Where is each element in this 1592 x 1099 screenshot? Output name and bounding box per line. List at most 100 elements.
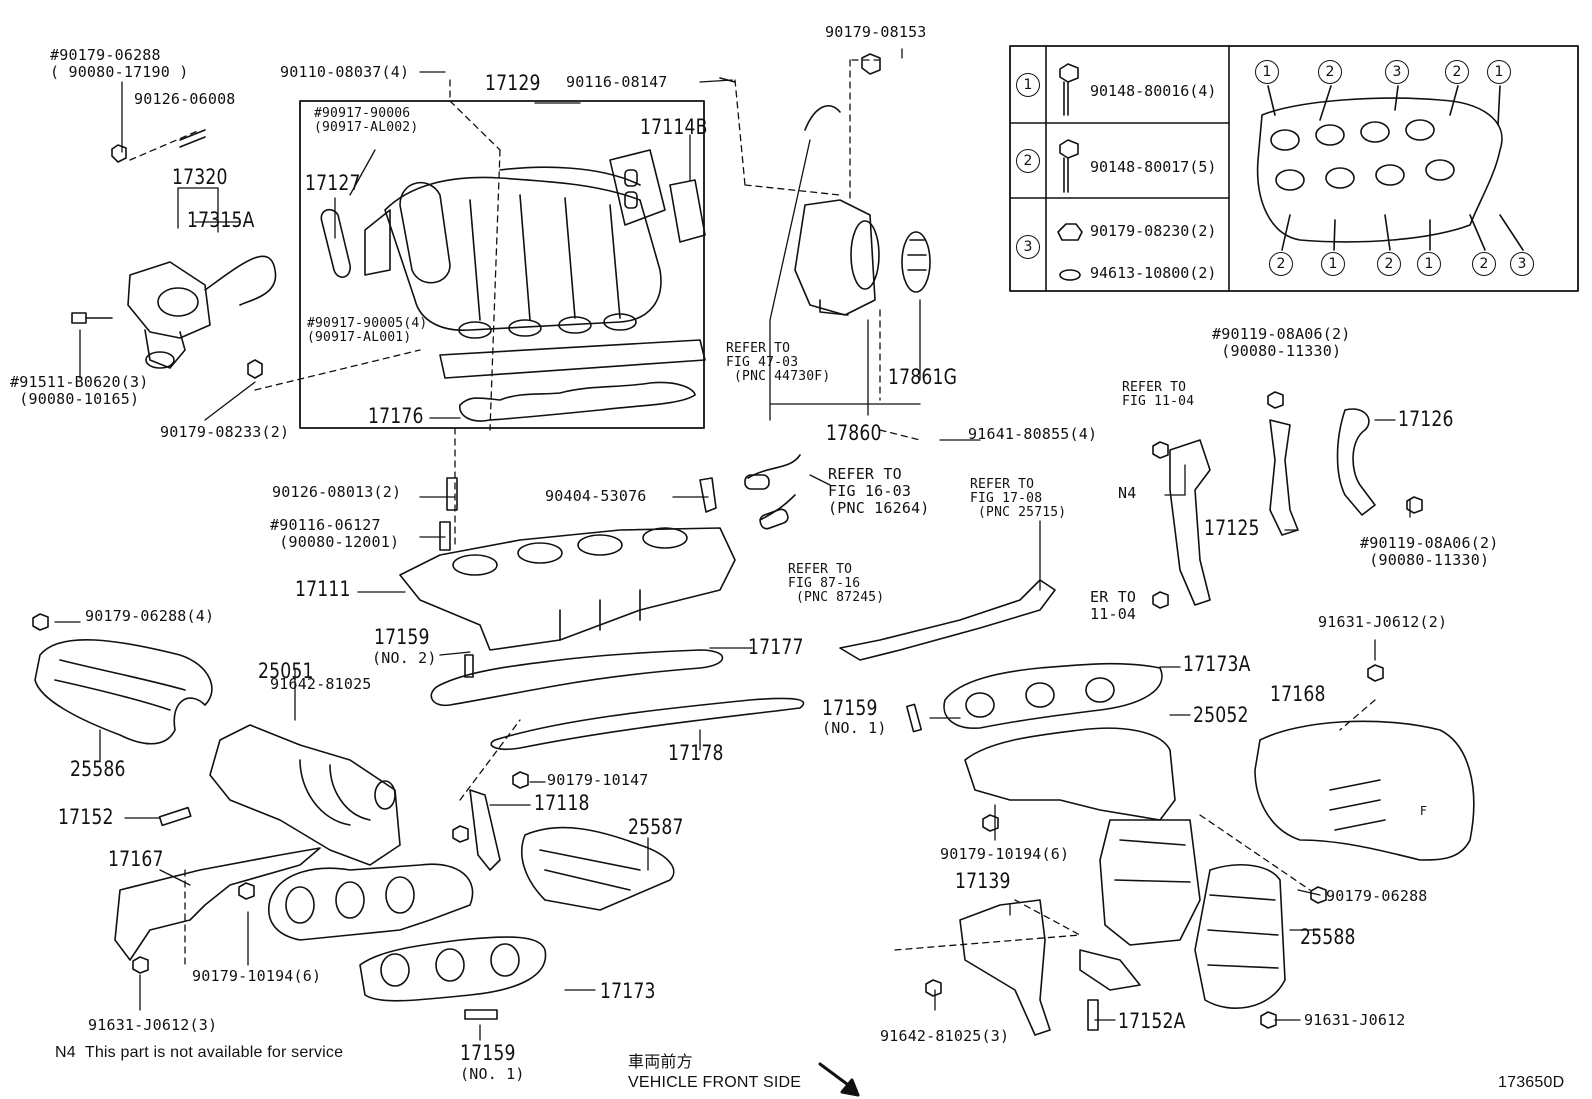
label-17178: 17178 bbox=[668, 741, 724, 765]
label-no1-bottom: (NO. 1) bbox=[460, 1065, 525, 1083]
label-91642-81025: 91642-81025 bbox=[270, 675, 372, 693]
upper-intake-manifold-sketch bbox=[364, 166, 706, 379]
bracket-17118-sketch bbox=[469, 789, 501, 871]
gasket-17173A-sketch bbox=[943, 662, 1163, 729]
intake-manifold-group-box bbox=[299, 100, 705, 429]
gasket-marker-bottom-2: 1 bbox=[1321, 252, 1345, 276]
footnote-n4: N4 This part is not available for servic… bbox=[55, 1044, 344, 1061]
gasket-17114B-sketch bbox=[609, 149, 706, 243]
label-17173A: 17173A bbox=[1183, 652, 1251, 676]
label-25587: 25587 bbox=[628, 815, 684, 839]
label-91631-j0612-2: 91631-J0612(2) bbox=[1318, 613, 1448, 631]
label-90116-08147: 90116-08147 bbox=[566, 73, 668, 91]
legend-key-1: 1 bbox=[1016, 73, 1040, 97]
bracket-sketch bbox=[839, 579, 1056, 661]
label-17315A: 17315A bbox=[187, 208, 255, 232]
legend-bolt-icons bbox=[1057, 63, 1083, 281]
svg-text:F: F bbox=[1420, 804, 1427, 818]
gasket-marker-bottom-6: 3 bbox=[1510, 252, 1534, 276]
label-17159-no1-mid: 17159 bbox=[822, 696, 878, 720]
legend-part-3b: 94613-10800(2) bbox=[1090, 264, 1217, 282]
label-n4: N4 bbox=[1118, 484, 1137, 502]
label-17320: 17320 bbox=[172, 165, 228, 189]
label-91641-80855: 91641-80855(4) bbox=[968, 425, 1098, 443]
label-17139: 17139 bbox=[955, 869, 1011, 893]
leader-lines bbox=[54, 48, 1411, 1041]
label-17126: 17126 bbox=[1398, 407, 1454, 431]
label-17861G: 17861G bbox=[888, 365, 958, 389]
gasket-17178-sketch bbox=[490, 697, 805, 750]
label-17127: 17127 bbox=[305, 171, 361, 195]
label-17159-no2: 17159 bbox=[374, 625, 430, 649]
legend-part-1: 90148-80016(4) bbox=[1090, 82, 1217, 100]
label-90917-90006: #90917-90006 (90917-AL002) bbox=[314, 106, 419, 135]
label-90119-08a06-top: #90119-08A06(2) (90080-11330) bbox=[1212, 325, 1351, 360]
legend-table-frame bbox=[1009, 45, 1579, 292]
label-90110-08037: 90110-08037(4) bbox=[280, 63, 410, 81]
label-90119-08a06-bottom: #90119-08A06(2) (90080-11330) bbox=[1360, 534, 1499, 569]
label-90917-90005: #90917-90005(4) (90917-AL001) bbox=[307, 316, 428, 345]
label-er-to-11-04: ER TO 11-04 bbox=[1090, 588, 1137, 623]
label-90179-10194-right: 90179-10194(6) bbox=[940, 845, 1070, 863]
label-17111: 17111 bbox=[295, 577, 351, 601]
label-25586: 25586 bbox=[70, 757, 126, 781]
gasket-marker-top-5: 1 bbox=[1487, 60, 1511, 84]
label-17129: 17129 bbox=[485, 71, 541, 95]
label-17173: 17173 bbox=[600, 979, 656, 1003]
throttle-body-sketch bbox=[719, 53, 931, 316]
label-90179-06288-4: 90179-06288(4) bbox=[85, 607, 215, 625]
catalytic-converter-25052-sketch bbox=[964, 727, 1201, 946]
label-90179-06288-right: 90179-06288 bbox=[1326, 887, 1428, 905]
heat-insulator-17168-sketch bbox=[1254, 720, 1475, 861]
diagram-id: 173650D bbox=[1498, 1074, 1565, 1091]
label-refer-fig-47-03: REFER TO FIG 47-03 (PNC 44730F) bbox=[726, 341, 831, 384]
label-17159-no1-bottom: 17159 bbox=[460, 1041, 516, 1065]
label-90404-53076: 90404-53076 bbox=[545, 487, 647, 505]
label-25052: 25052 bbox=[1193, 703, 1249, 727]
legend-part-3a: 90179-08230(2) bbox=[1090, 222, 1217, 240]
legend-key-3: 3 bbox=[1016, 235, 1040, 259]
bracket-17139-sketch bbox=[959, 899, 1051, 1036]
gasket-17177-sketch bbox=[430, 649, 724, 707]
exhaust-manifold-sketch bbox=[268, 863, 547, 1002]
label-refer-fig-17-08: REFER TO FIG 17-08 (PNC 25715) bbox=[970, 477, 1067, 520]
dashed-leaders bbox=[129, 59, 1376, 966]
label-90179-10194-left: 90179-10194(6) bbox=[192, 967, 322, 985]
label-no1-mid: (NO. 1) bbox=[822, 719, 887, 737]
label-17860: 17860 bbox=[826, 421, 882, 445]
lower-intake-manifold-sketch bbox=[399, 477, 736, 651]
label-90126-08013: 90126-08013(2) bbox=[272, 483, 402, 501]
label-90179-10147: 90179-10147 bbox=[547, 771, 649, 789]
vehicle-front-label-jp: 車両前方 bbox=[628, 1054, 693, 1071]
gasket-marker-top-3: 3 bbox=[1385, 60, 1409, 84]
legend-key-2: 2 bbox=[1016, 149, 1040, 173]
insulator-25588-sketch bbox=[1194, 864, 1286, 1009]
label-90116-06127: #90116-06127 (90080-12001) bbox=[270, 516, 400, 551]
gasket-marker-top-4: 2 bbox=[1445, 60, 1469, 84]
label-17152: 17152 bbox=[58, 805, 114, 829]
gasket-marker-top-2: 2 bbox=[1318, 60, 1342, 84]
gasket-marker-bottom-5: 2 bbox=[1472, 252, 1496, 276]
gasket-marker-top-1: 1 bbox=[1255, 60, 1279, 84]
label-91631-j0612: 91631-J0612 bbox=[1304, 1011, 1406, 1029]
hose-sketch bbox=[747, 454, 801, 521]
label-17118: 17118 bbox=[534, 791, 590, 815]
heat-insulator-25586-sketch bbox=[34, 639, 213, 745]
vehicle-front-arrow bbox=[818, 1062, 860, 1097]
insulator-25587-sketch bbox=[520, 826, 675, 911]
label-17167: 17167 bbox=[108, 847, 164, 871]
label-90179-08233: 90179-08233(2) bbox=[160, 423, 290, 441]
stay-17126-sketch bbox=[1336, 408, 1376, 516]
label-no2: (NO. 2) bbox=[372, 649, 437, 667]
label-91631-j0612-3: 91631-J0612(3) bbox=[88, 1016, 218, 1034]
label-refer-fig-87-16: REFER TO FIG 87-16 (PNC 87245) bbox=[788, 562, 885, 605]
label-25051: 25051 bbox=[258, 659, 314, 683]
label-91642-81025-3: 91642-81025(3) bbox=[880, 1027, 1010, 1045]
vehicle-front-label-en: VEHICLE FRONT SIDE bbox=[628, 1074, 802, 1091]
label-17125: 17125 bbox=[1204, 516, 1260, 540]
stay-bracket-sketch bbox=[1169, 439, 1211, 606]
label-17168: 17168 bbox=[1270, 682, 1326, 706]
label-90179-06288-top: #90179-06288 ( 90080-17190 ) bbox=[50, 46, 189, 81]
label-17152A: 17152A bbox=[1118, 1009, 1186, 1033]
